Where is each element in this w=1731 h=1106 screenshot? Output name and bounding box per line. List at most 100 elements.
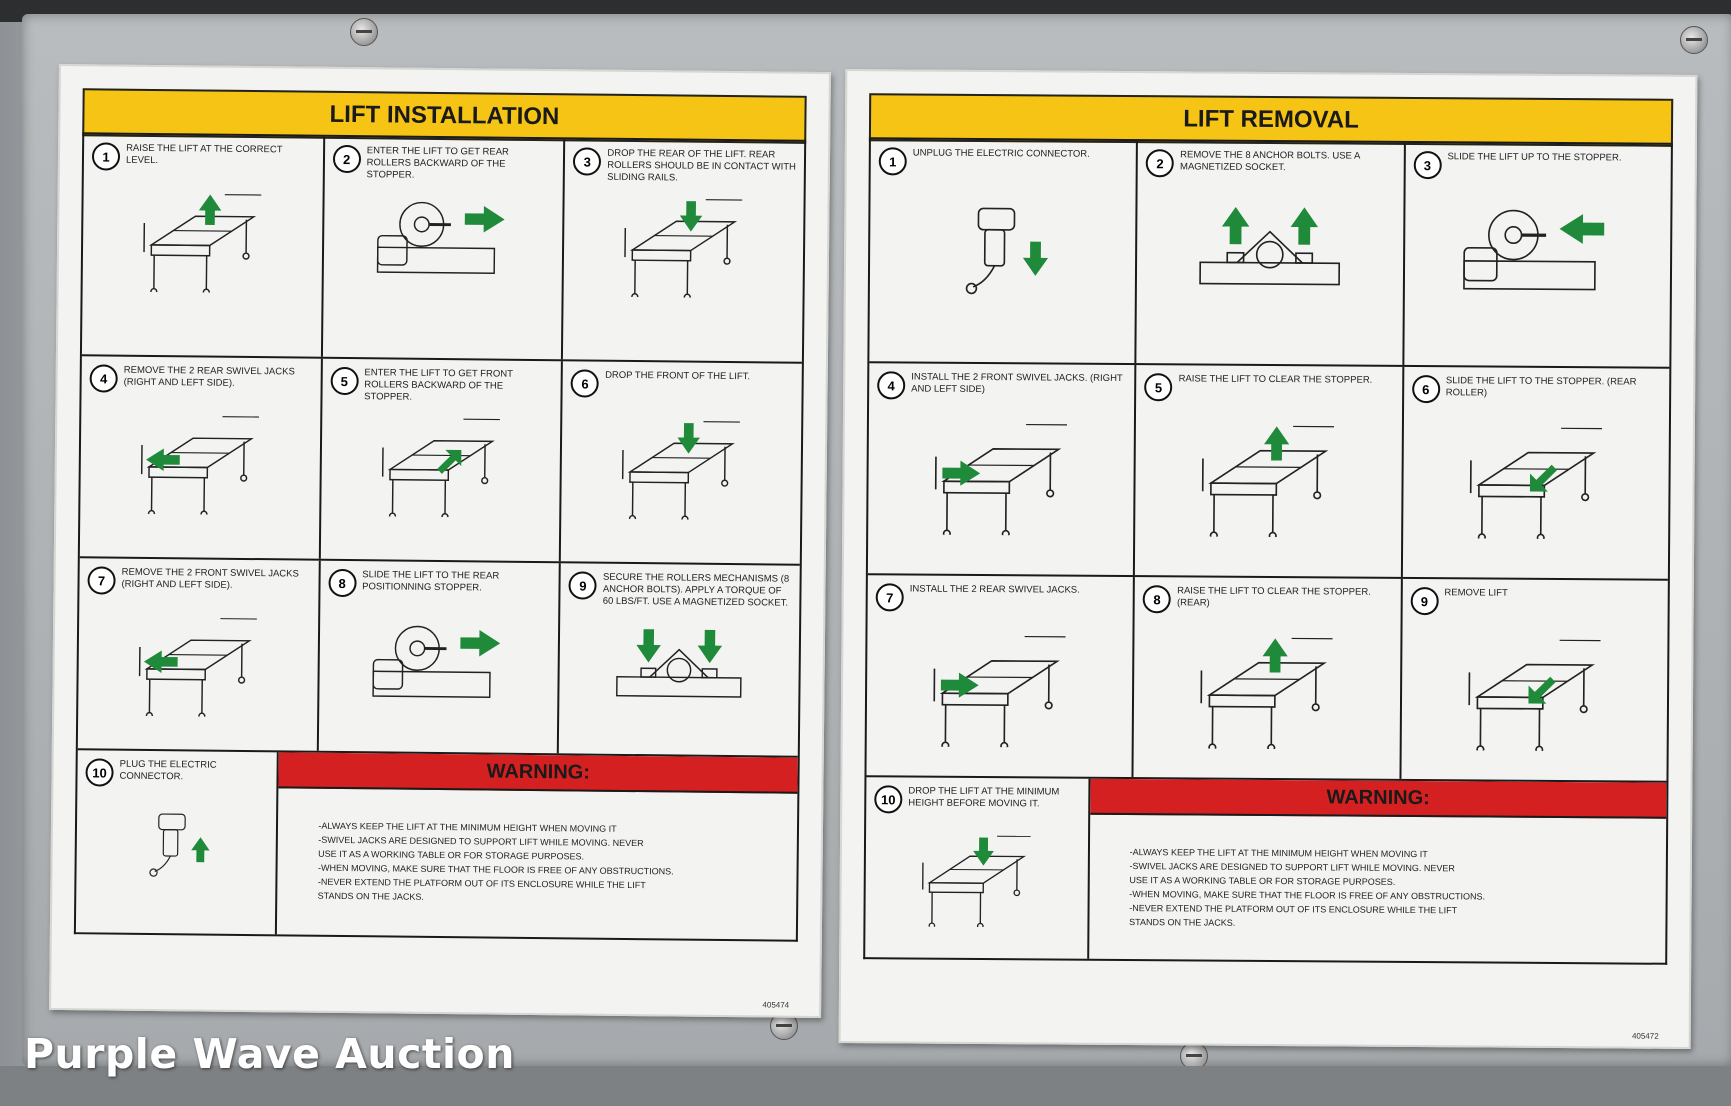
step-text: REMOVE LIFT: [1444, 587, 1508, 599]
lift-illustration: [381, 418, 500, 519]
green-arrow-icon: [1290, 207, 1319, 245]
watermark-logo: Purple Wave Auction: [24, 1030, 515, 1078]
green-arrow-icon: [146, 448, 180, 471]
step-cell: 7 INSTALL THE 2 REAR SWIVEL JACKS.: [866, 575, 1133, 777]
step-text: REMOVE THE 2 REAR SWIVEL JACKS (RIGHT AN…: [123, 364, 295, 389]
roller-illustration: [1462, 209, 1604, 291]
warning-title: WARNING:: [1089, 778, 1667, 819]
electric-connector-illustration: [965, 207, 1049, 295]
green-arrow-icon: [973, 837, 994, 866]
step-number: 1: [878, 147, 907, 176]
part-code: 405474: [762, 1000, 790, 1010]
step-number: 2: [1145, 149, 1175, 178]
step-number: 10: [85, 758, 114, 787]
lift-illustration: [934, 423, 1068, 536]
anchor-bolts-illustration: [1199, 206, 1341, 286]
step-number: 9: [1410, 586, 1439, 616]
green-arrow-icon: [1559, 214, 1604, 244]
green-arrow-icon: [1262, 638, 1289, 673]
green-arrow-icon: [697, 629, 723, 664]
step-number: 5: [1144, 373, 1173, 402]
lift-illustration: [1469, 427, 1602, 540]
lift-illustration: [1200, 637, 1333, 750]
green-arrow-icon: [460, 629, 500, 657]
step-number: 3: [573, 147, 602, 176]
green-arrow-icon: [1528, 676, 1556, 704]
step-number: 4: [89, 364, 118, 393]
step-text: DROP THE REAR OF THE LIFT. REAR ROLLERS …: [607, 147, 796, 184]
green-arrow-icon: [1529, 464, 1557, 492]
warning-panel: WARNING: -ALWAYS KEEP THE LIFT AT THE MI…: [1086, 778, 1667, 963]
lift-illustration: [624, 199, 743, 300]
step-cell: 1 UNPLUG THE ELECTRIC CONNECTOR.: [869, 139, 1136, 363]
green-arrow-icon: [464, 205, 505, 233]
screw-icon: [350, 18, 378, 46]
green-arrow-icon: [1264, 426, 1290, 461]
step-number: 6: [1411, 375, 1440, 404]
step-text: UNPLUG THE ELECTRIC CONNECTOR.: [912, 147, 1090, 160]
green-arrow-icon: [940, 672, 979, 698]
step-number: 7: [875, 583, 904, 612]
lift-illustration: [1202, 425, 1335, 538]
step-text: REMOVE THE 8 ANCHOR BOLTS. USE A MAGNETI…: [1180, 149, 1360, 174]
step-text: SLIDE THE LIFT TO THE STOPPER. (REAR ROL…: [1445, 375, 1637, 399]
part-code: 405472: [1631, 1031, 1659, 1041]
lift-illustration: [622, 421, 741, 521]
step-number: 3: [1413, 151, 1442, 180]
green-arrow-icon: [677, 423, 701, 454]
step-number: 5: [330, 366, 359, 396]
step-number: 4: [877, 371, 906, 400]
step-text: SLIDE THE LIFT UP TO THE STOPPER.: [1447, 151, 1622, 164]
step-text: RAISE THE LIFT TO CLEAR THE STOPPER.(REA…: [1176, 585, 1371, 609]
step-text: RAISE THE LIFT AT THE CORRECT LEVEL.: [125, 142, 283, 167]
step-text: ENTER THE LIFT TO GET REAR ROLLERS BACKW…: [366, 145, 509, 181]
green-arrow-icon: [191, 837, 210, 863]
warning-text: -ALWAYS KEEP THE LIFT AT THE MINIMUM HEI…: [1129, 845, 1626, 932]
roller-illustration: [372, 625, 500, 698]
step-text: SECURE THE ROLLERS MECHANISMS (8 ANCHOR …: [602, 571, 790, 609]
step-cell: 3 SLIDE THE LIFT UP TO THE STOPPER.: [1402, 142, 1671, 367]
step-text: REMOVE THE 2 FRONT SWIVEL JACKS (RIGHT A…: [121, 566, 299, 591]
step-number: 8: [328, 568, 357, 598]
step-number: 7: [87, 566, 116, 595]
lift-illustration: [922, 835, 1031, 928]
step-number: 8: [1142, 585, 1172, 614]
step-number: 9: [568, 571, 598, 600]
step-text: INSTALL THE 2 FRONT SWIVEL JACKS. (RIGHT…: [911, 371, 1123, 396]
screw-icon: [1680, 26, 1708, 54]
step-text: INSTALL THE 2 REAR SWIVEL JACKS.: [909, 583, 1080, 596]
lift-illustration: [140, 416, 259, 516]
green-arrow-icon: [942, 460, 981, 486]
floor: [0, 1066, 1731, 1106]
green-arrow-icon: [1022, 241, 1049, 276]
step-number: 6: [570, 369, 600, 398]
green-arrow-icon: [198, 194, 222, 226]
step-cell: 9 REMOVE LIFT: [1399, 578, 1668, 781]
electric-connector-illustration: [149, 813, 210, 877]
step-cell: 5 RAISE THE LIFT TO CLEAR THE STOPPER.: [1133, 365, 1403, 577]
step-number: 2: [332, 144, 361, 174]
step-text: RAISE THE LIFT TO CLEAR THE STOPPER.: [1178, 373, 1373, 386]
warning-panel: WARNING: -ALWAYS KEEP THE LIFT AT THE MI…: [275, 752, 798, 940]
warning-text: -ALWAYS KEEP THE LIFT AT THE MINIMUM HEI…: [318, 819, 757, 908]
lift-illustration: [933, 635, 1066, 748]
anchor-bolts-illustration: [616, 629, 742, 698]
